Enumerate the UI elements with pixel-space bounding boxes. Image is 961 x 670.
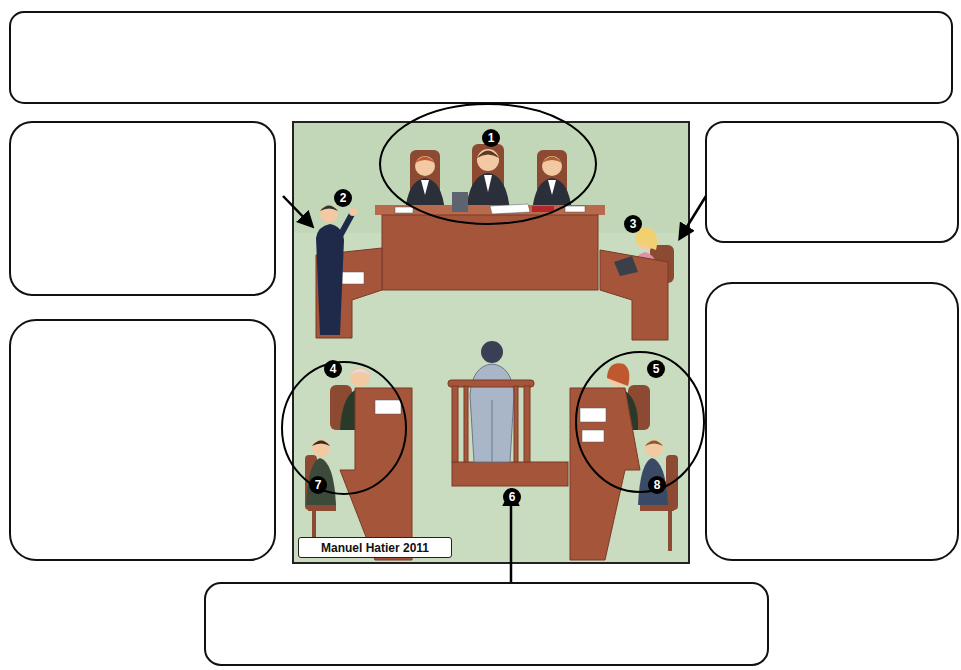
judges-bench [382, 215, 598, 290]
judges [405, 149, 572, 212]
bench-top [375, 205, 605, 215]
prosecutor-figure [316, 205, 357, 335]
empty-answer-box [205, 583, 768, 665]
callout-number: 8 [654, 479, 661, 491]
illustration-frame [293, 122, 689, 563]
callout-number: 5 [647, 360, 665, 378]
callout-number: 4 [330, 363, 337, 375]
callout-number: 6 [509, 491, 516, 503]
defence-desk [340, 388, 412, 560]
callout-number: 4 [324, 360, 342, 378]
civil-party-desk [570, 388, 640, 560]
empty-answer-box [10, 12, 952, 103]
witness-figure [470, 341, 514, 462]
empty-answer-box [10, 122, 275, 295]
leader-arrows [283, 196, 706, 582]
callout-number: 5 [653, 363, 660, 375]
credit-text: Manuel Hatier 2011 [321, 541, 429, 555]
empty-answer-box [706, 283, 958, 560]
callout-number: 2 [334, 189, 352, 207]
clerk-desk [600, 250, 668, 340]
callout-number: 7 [309, 476, 327, 494]
credit-box: Manuel Hatier 2011 [298, 537, 452, 558]
accused-figure [305, 439, 336, 551]
callout-number: 6 [503, 488, 521, 506]
lectern-rail [448, 380, 534, 462]
callout-number: 3 [624, 215, 642, 233]
callout-number: 7 [315, 479, 322, 491]
callout-number: 3 [630, 218, 637, 230]
empty-answer-box [10, 320, 275, 560]
callout-number: 8 [648, 476, 666, 494]
platform [452, 462, 568, 486]
callout-number: 2 [340, 192, 347, 204]
empty-answer-box [706, 122, 958, 242]
callout-number: 1 [482, 129, 500, 147]
group-ellipses [282, 104, 704, 494]
laptop [614, 256, 638, 276]
victim-figure [638, 439, 678, 551]
callout-number: 1 [488, 132, 495, 144]
answer-boxes [10, 12, 958, 665]
